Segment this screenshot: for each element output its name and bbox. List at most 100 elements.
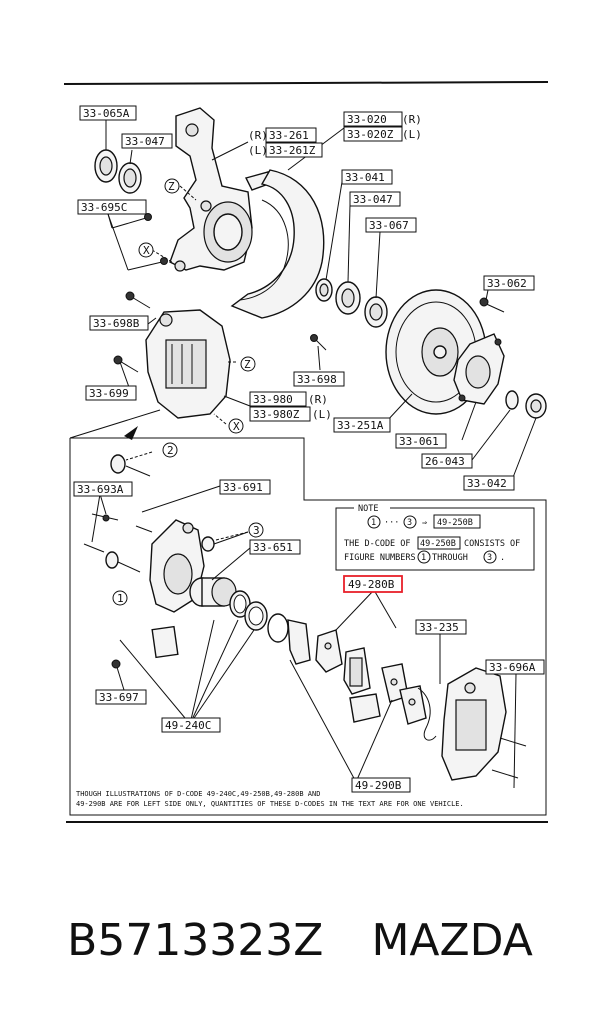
callout-33-062: 33-062 <box>483 275 535 291</box>
marker-1: 1 <box>112 590 128 606</box>
callout-49-290B: 49-290B <box>351 777 411 793</box>
callout-33-047-left: 33-047 <box>121 133 173 149</box>
marker-2: 2 <box>162 442 178 458</box>
svg-text:33-980: 33-980 <box>253 393 293 406</box>
callout-33-699: 33-699 <box>85 385 137 401</box>
callout-33-047-right: 33-047 <box>349 191 401 207</box>
callout-33-251A: 33-251A <box>333 417 391 433</box>
svg-text:X: X <box>143 244 150 257</box>
svg-text:33-041: 33-041 <box>345 171 385 184</box>
outer-bearing <box>335 281 361 315</box>
svg-text:(L): (L) <box>312 408 332 421</box>
svg-text:33-697: 33-697 <box>99 691 139 704</box>
dust-shield <box>230 169 325 319</box>
svg-text:33-065A: 33-065A <box>83 107 130 120</box>
pad-shim <box>315 629 343 673</box>
housing-bolt-upper <box>499 737 527 747</box>
svg-text:THE D-CODE OF: THE D-CODE OF <box>344 539 411 549</box>
washer <box>505 390 519 410</box>
housing-bolt-lower <box>491 769 519 779</box>
svg-text:1: 1 <box>117 592 124 605</box>
svg-text:1: 1 <box>421 553 426 563</box>
svg-text:NOTE: NOTE <box>358 504 378 514</box>
marker-x-lower: X <box>228 418 244 434</box>
svg-text:33-261: 33-261 <box>269 129 309 142</box>
svg-text:33-696A: 33-696A <box>489 661 536 674</box>
caliper-assembly <box>145 309 231 419</box>
svg-text:33-695C: 33-695C <box>81 201 127 214</box>
svg-text:33-235: 33-235 <box>419 621 459 634</box>
svg-text:33-067: 33-067 <box>369 219 409 232</box>
lock-nut <box>525 393 547 419</box>
svg-text:49-240C: 49-240C <box>165 719 211 732</box>
callout-33-061: 33-061 <box>395 433 447 449</box>
callout-49-240C: 49-240C <box>161 717 221 733</box>
callout-33-698: 33-698 <box>293 371 345 387</box>
inset-pointer-arrow <box>124 426 138 440</box>
svg-text:FIGURE NUMBERS: FIGURE NUMBERS <box>344 553 416 563</box>
callout-33-651: 33-651 <box>249 539 301 555</box>
callout-33-698B: 33-698B <box>89 315 149 331</box>
guide-pin-lower <box>105 551 141 573</box>
footer-title: B5713323Z MAZDA <box>0 905 600 975</box>
mounting-bolt <box>111 659 125 691</box>
oil-seal <box>364 296 388 328</box>
marker-z-upper: Z <box>164 178 180 194</box>
svg-text:49-280B: 49-280B <box>348 578 395 591</box>
knuckle-bolt-upper <box>111 213 152 229</box>
note-box: NOTE 1 ··· 3 ⇒ 49-250B THE D-CODE OF 49-… <box>335 502 535 571</box>
brand-name: MAZDA <box>371 914 533 966</box>
svg-text:49-290B: 49-290B <box>355 779 402 792</box>
callout-33-980: 33-980 (R) 33-980Z (L) <box>249 391 332 422</box>
callout-33-020: 33-020 (R) 33-020Z (L) <box>343 111 422 142</box>
svg-text:(L): (L) <box>248 144 268 157</box>
callout-26-043: 26-043 <box>421 453 473 469</box>
frame-top-line <box>63 81 549 85</box>
callout-33-235: 33-235 <box>415 619 467 635</box>
svg-text:33-693A: 33-693A <box>77 483 124 496</box>
svg-text:33-261Z: 33-261Z <box>269 144 316 157</box>
svg-text:(R): (R) <box>402 113 422 126</box>
caliper-housing <box>441 667 507 781</box>
knuckle-bolt-lower <box>127 257 168 271</box>
steering-knuckle <box>169 107 253 272</box>
pad-retainer <box>399 685 427 725</box>
marker-z-lower: Z <box>240 356 256 372</box>
callout-33-067: 33-067 <box>365 217 417 233</box>
caption-line-1: THOUGH ILLUSTRATIONS OF D-CODE 49-240C,4… <box>76 790 320 798</box>
hub-seal <box>94 149 118 183</box>
svg-text:CONSISTS OF: CONSISTS OF <box>464 539 520 549</box>
svg-text:33-651: 33-651 <box>253 541 293 554</box>
leader-lines <box>91 120 537 789</box>
svg-text:X: X <box>233 420 240 433</box>
svg-text:(R): (R) <box>308 393 328 406</box>
hub-bolt <box>479 297 505 313</box>
svg-text:(L): (L) <box>402 128 422 141</box>
svg-text:26-043: 26-043 <box>425 455 465 468</box>
svg-text:2: 2 <box>167 444 174 457</box>
dust-boot-pin-top <box>110 454 151 477</box>
marker-connectors <box>125 185 249 541</box>
piston <box>189 577 237 607</box>
svg-text:49-250B: 49-250B <box>437 518 473 528</box>
svg-text:33-062: 33-062 <box>487 277 527 290</box>
svg-text:.: . <box>500 553 505 563</box>
retaining-ring <box>267 613 289 643</box>
piston-seal <box>229 590 251 618</box>
bleeder-screw <box>310 334 327 351</box>
svg-text:49-250B: 49-250B <box>420 539 456 549</box>
svg-text:33-042: 33-042 <box>467 477 507 490</box>
brake-pad-outer <box>349 693 381 723</box>
svg-text:33-047: 33-047 <box>353 193 393 206</box>
parts-diagram: 33-065A 33-047 33-695C (R) 33-261 (L) 33… <box>63 81 549 823</box>
brake-pad <box>343 647 371 695</box>
svg-text:3: 3 <box>487 553 492 563</box>
svg-text:33-020: 33-020 <box>347 113 387 126</box>
svg-text:3: 3 <box>407 518 412 528</box>
svg-text:33-251A: 33-251A <box>337 419 384 432</box>
svg-text:33-980Z: 33-980Z <box>253 408 300 421</box>
caliper-bolt-lower <box>113 355 139 373</box>
pad-clip <box>287 619 311 665</box>
hub-bearing <box>118 162 142 194</box>
svg-text:Z: Z <box>244 358 251 371</box>
